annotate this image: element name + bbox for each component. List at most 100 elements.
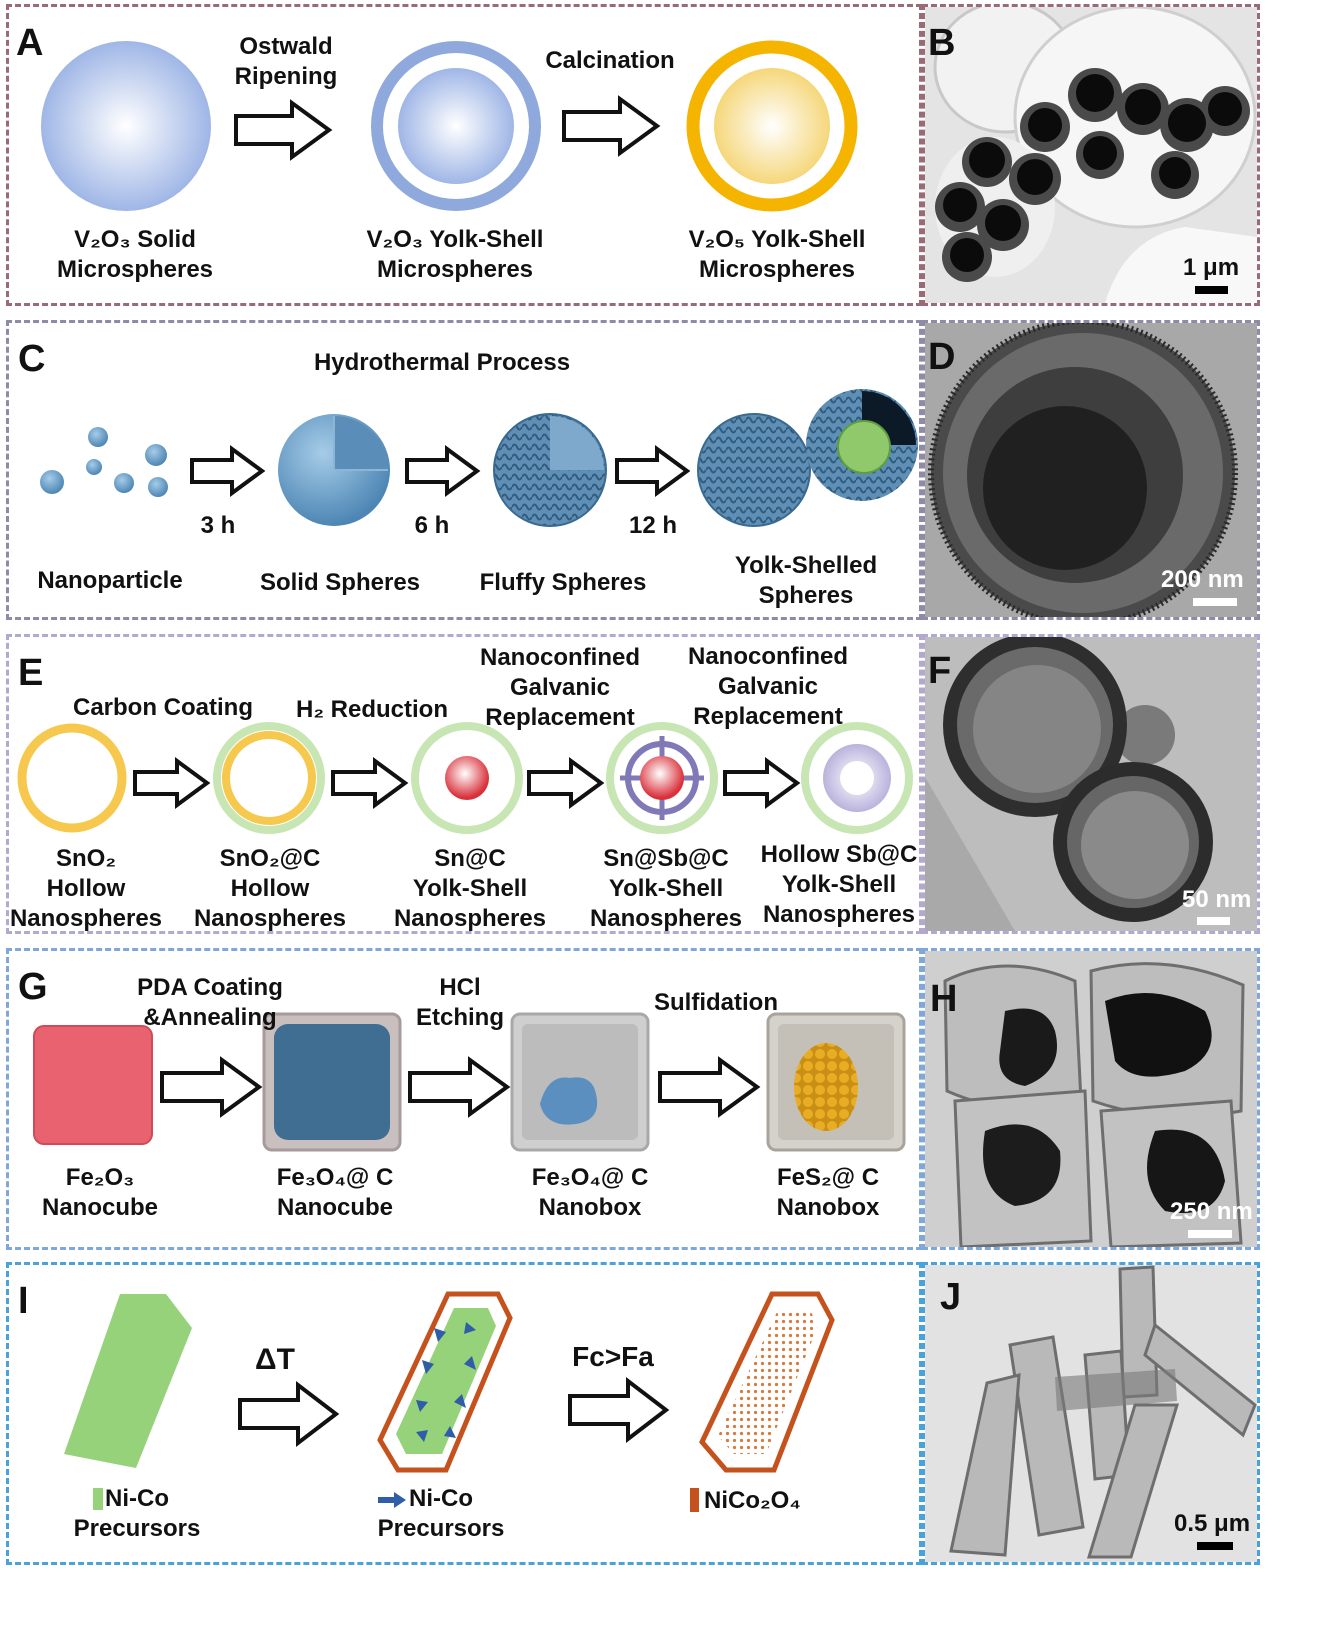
caption-v2o3-solid: V₂O₃ Solid Microspheres (56, 226, 214, 283)
scale-label-h: 250 nm (1170, 1198, 1253, 1225)
caption-yolk-shelled-spheres: Yolk-Shelled Spheres (734, 552, 878, 609)
panel-b (922, 4, 1260, 306)
sn-sb-c-yolk-shell-nanosphere (606, 722, 718, 834)
arrow-hcl-etching-icon (408, 1056, 511, 1118)
step-fc-fa: Fc>Fa (572, 1341, 654, 1372)
caption-nanoparticle: Nanoparticle (37, 567, 183, 594)
fe3o4-c-nanocube (262, 1012, 402, 1152)
step-hcl-etching: HCl Etching (416, 974, 504, 1031)
arrow-sulfidation-icon (658, 1056, 761, 1118)
step-galvanic-replacement-1: Nanoconfined Galvanic Replacement (480, 644, 640, 731)
ni-co-precursor-shelled (377, 1291, 513, 1473)
ni-co-precursor-prism (64, 1294, 192, 1468)
tem-image-f (925, 637, 1257, 931)
caption-nico2o4: NiCo₂O₄ (704, 1487, 801, 1514)
arrow-h2-reduction-icon (331, 757, 409, 809)
caption-hollow-sb-c: Hollow Sb@C Yolk-Shell Nanospheres (760, 841, 918, 928)
v2o5-yolk-shell-microsphere (686, 40, 858, 212)
step-galvanic-replacement-2: Nanoconfined Galvanic Replacement (688, 643, 848, 730)
caption-ni-co-precursors-2: Ni-Co Precursors (377, 1485, 505, 1542)
step-ostwald-ripening: Ostwald Ripening (234, 33, 338, 90)
arrow-galvanic-1-icon (527, 757, 605, 809)
time-3h: 3 h (200, 512, 236, 539)
sn-c-yolk-shell-nanosphere (411, 722, 523, 834)
panel-h (922, 948, 1260, 1250)
step-pda-coating: PDA Coating &Annealing (137, 974, 283, 1031)
panel-letter-i: I (18, 1280, 29, 1322)
scale-bar-b (1195, 286, 1228, 294)
panel-d (922, 320, 1260, 620)
step-sulfidation: Sulfidation (654, 989, 778, 1016)
time-6h: 6 h (414, 512, 450, 539)
hollow-sb-c-yolk-shell-nanosphere (801, 722, 913, 834)
caption-fes2-c-nanobox: FeS₂@ C Nanobox (776, 1164, 880, 1221)
caption-fe3o4-c-nanobox: Fe₃O₄@ C Nanobox (531, 1164, 649, 1221)
caption-sno2-hollow: SnO₂ Hollow Nanospheres (9, 845, 163, 932)
nanoparticles (40, 427, 168, 497)
caption-v2o5-yolk-shell: V₂O₅ Yolk-Shell Microspheres (688, 226, 866, 283)
scale-bar-h (1188, 1230, 1232, 1238)
panel-letter-e: E (18, 652, 44, 694)
panel-f (922, 634, 1260, 934)
caption-fluffy-spheres: Fluffy Spheres (479, 569, 647, 596)
caption-fe3o4-c-nanocube: Fe₃O₄@ C Nanocube (276, 1164, 394, 1221)
panel-letter-f: F (928, 650, 952, 692)
arrow-ostwald-icon (234, 99, 333, 161)
caption-sn-sb-c-yolk-shell: Sn@Sb@C Yolk-Shell Nanospheres (589, 845, 743, 932)
fluffy-sphere (493, 413, 607, 527)
arrow-calcination-icon (562, 95, 661, 157)
scale-label-d: 200 nm (1161, 566, 1244, 593)
legend-orange-bar-icon (690, 1488, 699, 1512)
panel-letter-b: B (928, 22, 956, 64)
step-carbon-coating: Carbon Coating (73, 694, 253, 721)
panel-letter-g: G (18, 966, 48, 1008)
panel-c (6, 320, 922, 620)
step-calcination: Calcination (545, 47, 675, 74)
panel-letter-d: D (928, 336, 956, 378)
v2o3-yolk-shell-microsphere (371, 41, 541, 211)
scale-label-j: 0.5 μm (1174, 1510, 1251, 1537)
tem-image-j (925, 1265, 1257, 1562)
legend-blue-arrow-icon (378, 1492, 406, 1508)
legend-green-square-icon (93, 1488, 103, 1510)
panel-letter-a: A (16, 22, 44, 64)
caption-sn-c-yolk-shell: Sn@C Yolk-Shell Nanospheres (393, 845, 547, 932)
sno2-c-hollow-nanosphere (213, 722, 325, 834)
tem-image-h (925, 951, 1257, 1247)
sno2-hollow-nanosphere (17, 723, 127, 833)
caption-ni-co-precursors-1: Ni-Co Precursors (73, 1485, 201, 1542)
arrow-pda-coating-icon (160, 1056, 263, 1118)
fe2o3-nanocube (33, 1025, 153, 1145)
panel-j (922, 1262, 1260, 1565)
scale-bar-j (1197, 1542, 1233, 1550)
caption-solid-spheres: Solid Spheres (259, 569, 421, 596)
arrow-12h-icon (615, 445, 691, 497)
nico2o4-product (699, 1291, 835, 1473)
arrow-6h-icon (405, 445, 481, 497)
v2o3-solid-microsphere (41, 41, 211, 211)
panel-letter-c: C (18, 338, 46, 380)
arrow-3h-icon (190, 445, 266, 497)
caption-v2o3-yolk-shell: V₂O₃ Yolk-Shell Microspheres (366, 226, 544, 283)
panel-e (6, 634, 922, 934)
caption-fe2o3-nanocube: Fe₂O₃ Nanocube (41, 1164, 158, 1221)
arrow-delta-t-icon (238, 1380, 340, 1448)
fes2-c-nanobox (766, 1012, 906, 1152)
arrow-carbon-coating-icon (133, 757, 211, 809)
scale-label-b: 1 μm (1183, 254, 1240, 281)
arrow-fc-fa-icon (568, 1376, 670, 1444)
time-12h: 12 h (628, 512, 678, 539)
scale-bar-f (1197, 917, 1230, 925)
panel-i (6, 1262, 922, 1565)
yolk-shelled-sphere (697, 389, 918, 527)
step-h2-reduction: H₂ Reduction (296, 696, 448, 723)
hydrothermal-title: Hydrothermal Process (313, 349, 571, 376)
fe3o4-c-nanobox (510, 1012, 650, 1152)
arrow-galvanic-2-icon (723, 757, 801, 809)
scale-bar-d (1193, 598, 1237, 606)
panel-g (6, 948, 922, 1250)
caption-sno2-c-hollow: SnO₂@C Hollow Nanospheres (193, 845, 347, 932)
panel-a (6, 4, 922, 306)
step-delta-t: ΔT (255, 1343, 295, 1376)
solid-sphere (278, 414, 390, 526)
